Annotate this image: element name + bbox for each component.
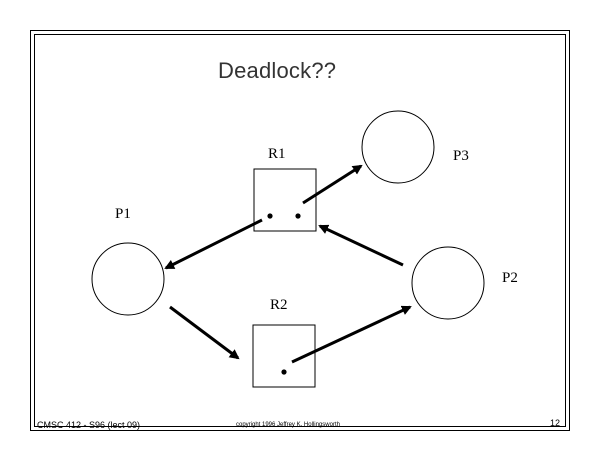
- edge-r1-to-p1: [164, 218, 263, 270]
- footer-course: CMSC 412 - S96 (lect 09): [37, 420, 141, 430]
- footer-copyright: copyright 1996 Jeffrey K. Hollingsworth: [236, 422, 340, 428]
- r2-instance-dot-1: [281, 369, 287, 375]
- page-number: 12: [550, 418, 561, 428]
- process-node-p1: [91, 242, 165, 316]
- edge-r1-to-p3: [302, 164, 363, 205]
- resource-label-r1: R1: [268, 146, 286, 162]
- slide-title: Deadlock??: [218, 58, 337, 83]
- edge-p1-to-r2: [169, 305, 240, 360]
- process-node-p3: [361, 110, 435, 184]
- slide-border-inner: [34, 34, 566, 427]
- process-node-p2: [411, 246, 485, 320]
- edge-p2-to-r1: [318, 224, 404, 267]
- r1-instance-dot-1: [267, 213, 273, 219]
- edge-r2-to-p2: [291, 305, 412, 364]
- slide-border-outer: [30, 30, 570, 431]
- process-label-p3: P3: [453, 148, 469, 164]
- resource-label-r2: R2: [270, 297, 288, 313]
- process-label-p1: P1: [115, 206, 131, 222]
- process-label-p2: P2: [502, 270, 518, 286]
- r1-instance-dot-2: [295, 213, 301, 219]
